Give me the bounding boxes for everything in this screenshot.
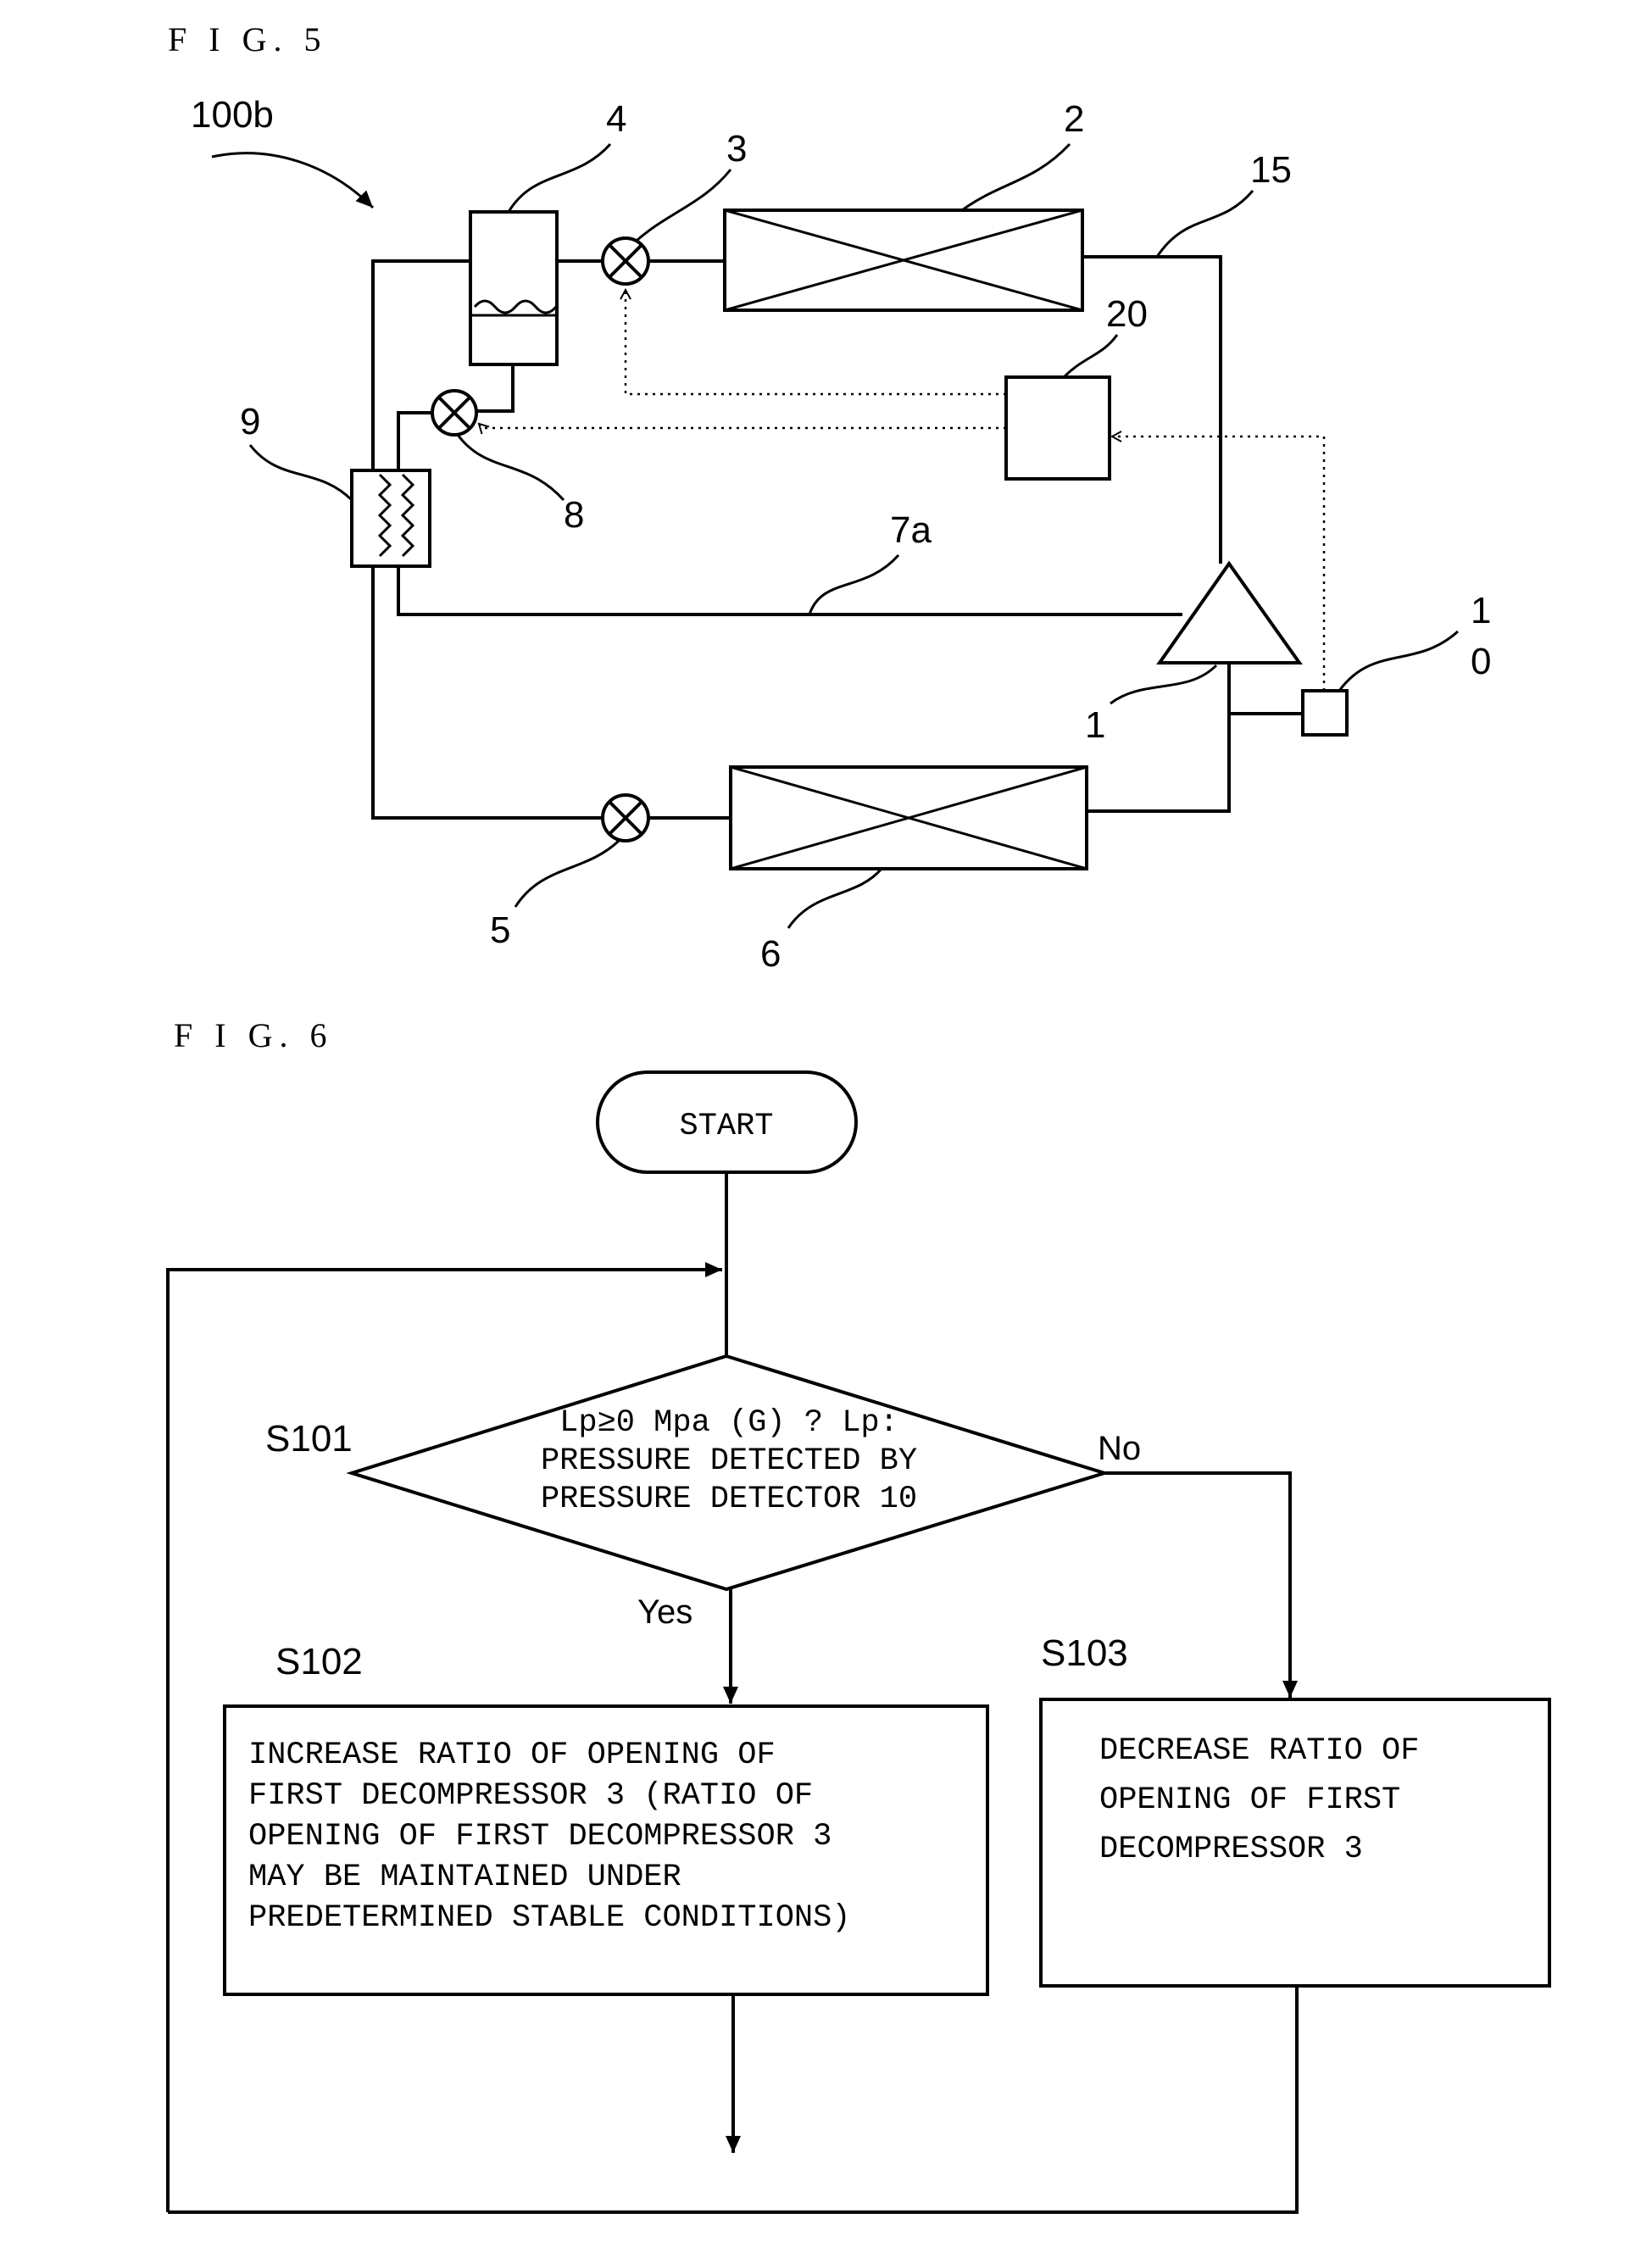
flow-no-to-s103 bbox=[1104, 1473, 1290, 1698]
s101-line-1: Lp≥0 Mpa (G) ? Lp: bbox=[559, 1405, 898, 1441]
pipe-dec8-to-hx bbox=[398, 413, 432, 470]
step-id-s102: S102 bbox=[275, 1641, 363, 1682]
control-line-to-dec8 bbox=[479, 424, 1006, 428]
s102-line-3: OPENING OF FIRST DECOMPRESSOR 3 bbox=[248, 1819, 832, 1854]
internal-heat-exchanger bbox=[352, 470, 430, 566]
leader-controller bbox=[1064, 335, 1117, 377]
accumulator bbox=[470, 212, 557, 364]
fig5-circuit-diagram: F I G. 5 100b bbox=[168, 20, 1491, 975]
pipe-accumulator-to-hx-left bbox=[373, 261, 470, 470]
s102-line-2: FIRST DECOMPRESSOR 3 (RATIO OF bbox=[248, 1778, 813, 1814]
pipe-acc-to-dec8 bbox=[476, 364, 513, 411]
no-label: No bbox=[1098, 1430, 1141, 1467]
pipe-7a bbox=[398, 566, 1182, 614]
label-injection-pipe: 7a bbox=[890, 509, 932, 551]
pressure-detector bbox=[1303, 691, 1347, 735]
label-heat-exchanger: 9 bbox=[240, 401, 260, 442]
label-compressor: 1 bbox=[1085, 704, 1105, 746]
pipe-15 bbox=[1082, 257, 1221, 564]
label-first-decompressor: 3 bbox=[726, 128, 747, 170]
label-accumulator: 4 bbox=[606, 98, 626, 140]
leader-pressure-detector bbox=[1339, 631, 1458, 691]
label-radiator: 2 bbox=[1064, 98, 1084, 140]
s101-line-2: PRESSURE DETECTED BY bbox=[541, 1443, 917, 1479]
s102-line-4: MAY BE MAINTAINED UNDER bbox=[248, 1860, 681, 1895]
label-evaporator: 6 bbox=[760, 933, 781, 975]
control-line-to-dec3 bbox=[626, 290, 1006, 394]
leader-compressor bbox=[1110, 665, 1216, 703]
s103-line-2: OPENING OF FIRST bbox=[1099, 1782, 1400, 1818]
fig6-title: F I G. 6 bbox=[174, 1016, 333, 1054]
start-label: START bbox=[679, 1109, 773, 1144]
pipe-compressor-suction bbox=[1087, 663, 1229, 811]
third-decompressor-valve bbox=[603, 795, 648, 841]
label-pressure-detector-1: 1 bbox=[1471, 590, 1491, 631]
pipe-left-bottom bbox=[373, 566, 604, 818]
s103-line-3: DECOMPRESSOR 3 bbox=[1099, 1832, 1363, 1867]
s101-line-3: PRESSURE DETECTOR 10 bbox=[541, 1482, 917, 1517]
leader-evaporator bbox=[788, 869, 882, 928]
first-decompressor-valve bbox=[603, 238, 648, 284]
step-id-s103: S103 bbox=[1041, 1632, 1128, 1674]
leader-accumulator bbox=[509, 144, 610, 212]
leader-radiator bbox=[962, 144, 1070, 210]
s102-line-5: PREDETERMINED STABLE CONDITIONS) bbox=[248, 1900, 851, 1936]
evaporator bbox=[731, 767, 1087, 869]
leader-first-decompressor bbox=[637, 170, 731, 240]
label-second-decompressor: 8 bbox=[564, 494, 584, 536]
fig5-title: F I G. 5 bbox=[168, 20, 327, 58]
step-id-s101: S101 bbox=[265, 1418, 353, 1460]
s102-line-1: INCREASE RATIO OF OPENING OF bbox=[248, 1738, 776, 1773]
leader-injection-pipe bbox=[809, 555, 898, 614]
controller-box bbox=[1006, 377, 1110, 479]
leader-third-decompressor bbox=[515, 841, 619, 907]
radiator bbox=[725, 210, 1082, 310]
leader-second-decompressor bbox=[458, 435, 564, 500]
system-label: 100b bbox=[191, 94, 274, 136]
fig6-flowchart: F I G. 6 START S101 Lp≥0 Mpa (G) ? Lp: P… bbox=[168, 1016, 1549, 2212]
yes-label: Yes bbox=[637, 1593, 693, 1631]
s103-line-1: DECREASE RATIO OF bbox=[1099, 1733, 1419, 1769]
label-controller: 20 bbox=[1106, 293, 1148, 335]
label-pressure-detector-0: 0 bbox=[1471, 641, 1491, 682]
leader-heat-exchanger bbox=[250, 445, 352, 500]
label-pipe-15: 15 bbox=[1250, 149, 1292, 191]
refrigerant-piping bbox=[373, 257, 1303, 818]
label-third-decompressor: 5 bbox=[490, 909, 510, 951]
leader-pipe-15 bbox=[1157, 191, 1253, 257]
system-label-arrow bbox=[212, 153, 373, 208]
second-decompressor-valve bbox=[432, 391, 476, 435]
